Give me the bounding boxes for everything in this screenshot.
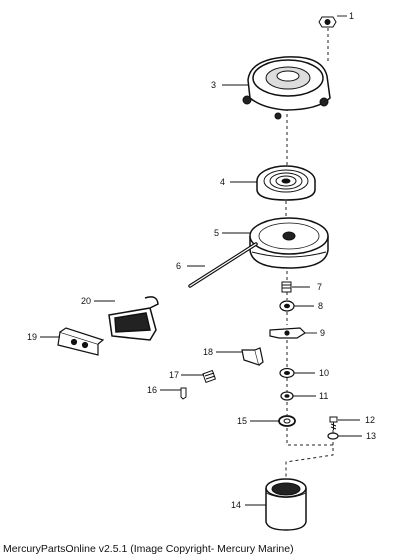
leader-lines [40, 15, 362, 506]
callout-9: 9 [320, 328, 325, 338]
part-11-washer [280, 391, 294, 401]
callout-5: 5 [214, 228, 219, 238]
callout-20: 20 [81, 296, 91, 306]
callout-10: 10 [319, 368, 329, 378]
part-10-washer [279, 367, 295, 379]
part-6-starter-rope [188, 242, 258, 288]
copyright-footer: MercuryPartsOnline v2.5.1 (Image Copyrig… [3, 543, 294, 555]
callout-6: 6 [176, 261, 181, 271]
exploded-parts-diagram: 1 3 4 5 6 7 8 9 10 11 12 13 14 15 16 17 … [27, 11, 376, 531]
callout-16: 16 [147, 385, 157, 395]
callout-4: 4 [220, 177, 225, 187]
callout-12: 12 [365, 415, 375, 425]
part-12-screw [329, 416, 338, 430]
part-4-rewind-spring [256, 165, 316, 201]
callout-7: 7 [317, 282, 322, 292]
callout-19: 19 [27, 332, 37, 342]
callout-labels: 1 3 4 5 6 7 8 9 10 11 12 13 14 15 16 17 … [27, 11, 376, 510]
part-9-pawl-plate [269, 327, 306, 339]
part-13-lock-washer [327, 432, 339, 440]
part-16-pin [180, 387, 187, 400]
part-15-clip [278, 415, 296, 427]
part-1-nut [318, 16, 337, 28]
callout-18: 18 [203, 347, 213, 357]
part-5-rope-pulley [249, 217, 329, 269]
part-17-spring [202, 369, 217, 384]
callout-14: 14 [231, 500, 241, 510]
callout-3: 3 [211, 80, 216, 90]
part-14-cup [265, 478, 307, 531]
callout-15: 15 [237, 416, 247, 426]
part-3-starter-housing [242, 56, 331, 120]
part-18-bracket [241, 347, 264, 366]
callout-1: 1 [349, 11, 354, 21]
part-7-spring [281, 281, 292, 293]
part-20-starter-handle [108, 296, 159, 341]
callout-11: 11 [319, 391, 328, 401]
callout-17: 17 [169, 370, 179, 380]
callout-13: 13 [366, 431, 376, 441]
callout-8: 8 [318, 301, 323, 311]
part-8-washer [279, 300, 295, 312]
part-19-handle-insert [57, 327, 105, 356]
